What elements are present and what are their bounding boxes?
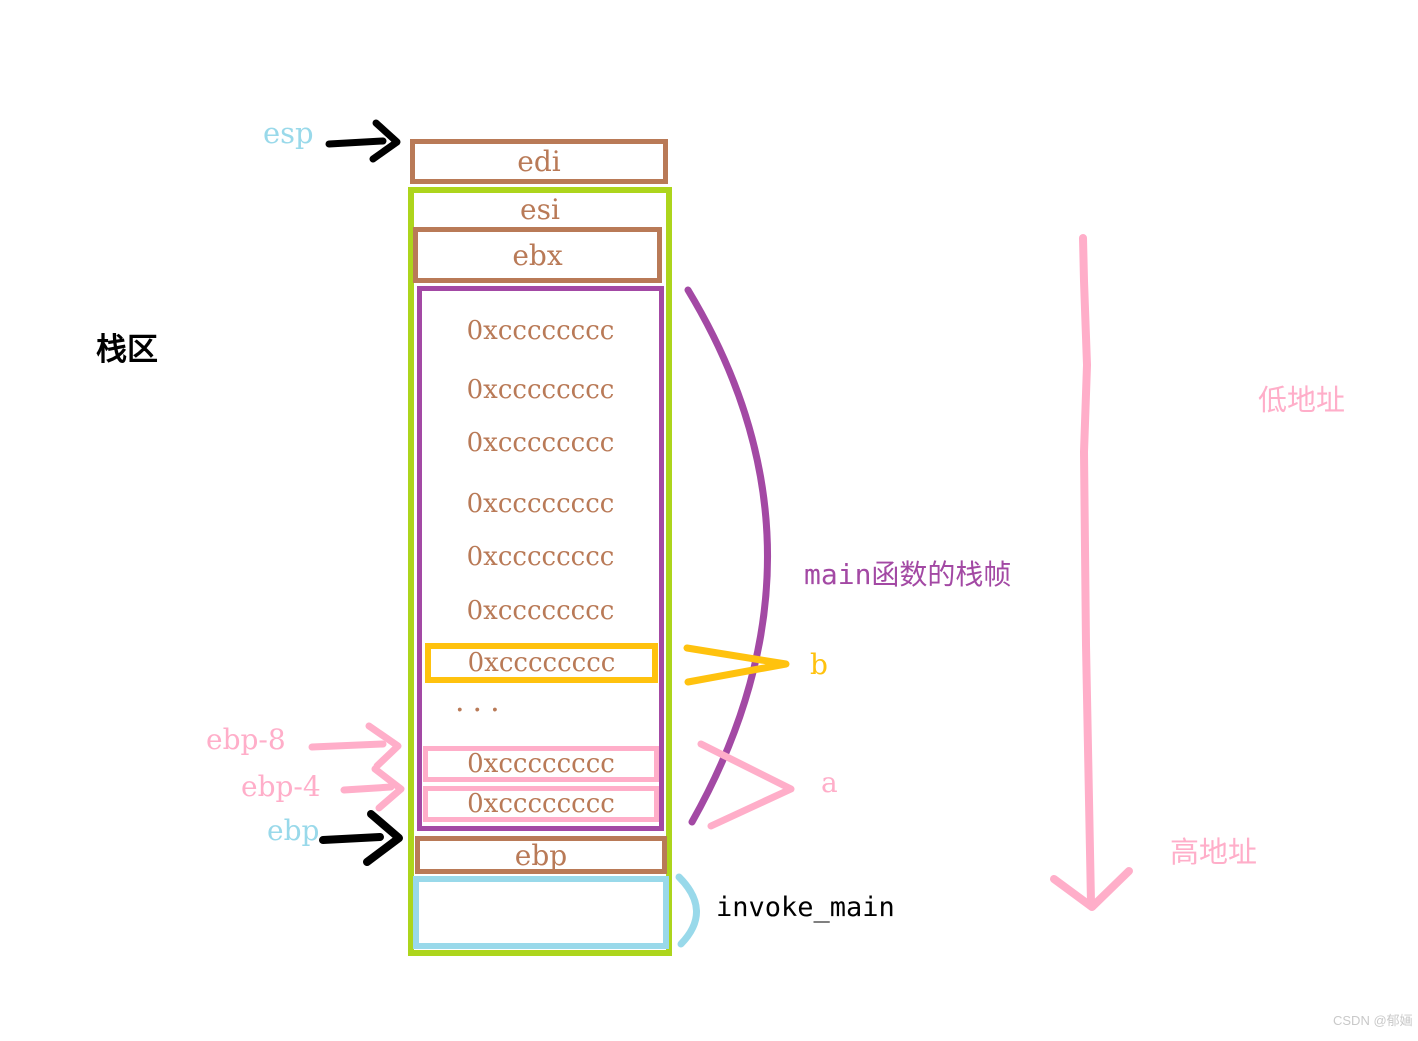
- ebp-minus-4-arrow-head: [371, 765, 405, 812]
- fill-value: 0xcccccccc: [466, 542, 615, 572]
- esi-slot: esi: [416, 192, 664, 226]
- ebp-minus-4-pointer-label: ebp-4: [241, 770, 321, 803]
- b-bracket: [683, 644, 790, 686]
- ebp-minus-4-arrow: [340, 783, 395, 794]
- main-frame-brace: [684, 286, 771, 826]
- address-direction-arrow-head: [1050, 867, 1133, 911]
- variable-b-annotation: b: [810, 648, 828, 681]
- esi-label: esi: [520, 192, 560, 226]
- esp-arrow: [325, 137, 387, 148]
- variable-b-slot: 0xcccccccc: [425, 643, 658, 683]
- stack-fill-row: 0xcccccccc: [427, 540, 654, 574]
- stack-region-label: 栈区: [96, 332, 158, 368]
- edi-slot: edi: [410, 139, 668, 184]
- ebx-label: ebx: [512, 238, 563, 272]
- variable-a-annotation: a: [821, 766, 838, 799]
- ebp-minus-8-slot: 0xcccccccc: [423, 746, 659, 782]
- invoke-main-slot: [413, 876, 669, 949]
- fill-value: 0xcccccccc: [466, 428, 615, 458]
- invoke-main-annotation: invoke_main: [716, 892, 895, 923]
- fill-value: 0xcccccccc: [467, 749, 615, 779]
- high-address-label: 高地址: [1170, 835, 1258, 869]
- ebp-minus-4-slot: 0xcccccccc: [423, 786, 659, 822]
- ebp-pointer-label: ebp: [267, 814, 320, 847]
- saved-ebp-slot: ebp: [415, 836, 667, 874]
- fill-value: 0xcccccccc: [466, 596, 615, 626]
- a-bracket: [697, 740, 795, 830]
- main-frame-annotation: main函数的栈帧: [804, 558, 1012, 591]
- address-direction-arrow: [1079, 234, 1095, 907]
- stack-fill-row: 0xcccccccc: [427, 426, 654, 460]
- fill-value: 0xcccccccc: [467, 648, 616, 678]
- stack-fill-row: 0xcccccccc: [427, 314, 654, 348]
- low-address-label: 低地址: [1258, 383, 1346, 417]
- ebx-slot: ebx: [413, 227, 662, 283]
- esp-pointer-label: esp: [263, 116, 314, 150]
- edi-label: edi: [517, 145, 561, 178]
- main-frame-box: [417, 286, 664, 831]
- fill-value: 0xcccccccc: [467, 789, 615, 819]
- invoke-main-bracket: [675, 873, 700, 948]
- saved-ebp-label: ebp: [514, 838, 568, 872]
- stack-fill-row: 0xcccccccc: [427, 594, 654, 628]
- ebp-minus-8-arrow: [308, 740, 387, 751]
- fill-value: 0xcccccccc: [466, 316, 615, 346]
- esp-arrow-head: [369, 119, 401, 163]
- fill-value: 0xcccccccc: [466, 375, 615, 405]
- fill-value: 0xcccccccc: [466, 489, 615, 519]
- ebp-arrow: [319, 833, 384, 844]
- stack-ellipsis: ...: [455, 684, 508, 719]
- stack-fill-row: 0xcccccccc: [427, 373, 654, 407]
- watermark: CSDN @郁婳: [1333, 1013, 1413, 1028]
- ebp-minus-8-arrow-head: [365, 722, 402, 770]
- ebp-arrow-head: [363, 810, 403, 866]
- ebp-minus-8-pointer-label: ebp-8: [206, 723, 286, 756]
- stack-fill-row: 0xcccccccc: [427, 487, 654, 521]
